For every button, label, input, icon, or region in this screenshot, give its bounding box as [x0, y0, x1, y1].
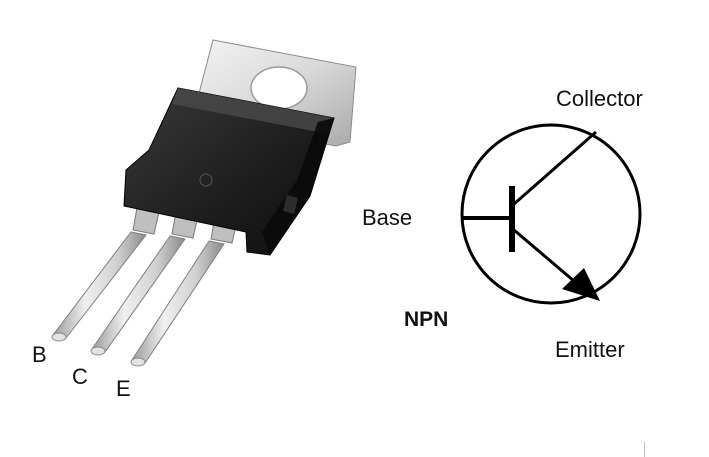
emitter-arrow-icon [562, 268, 600, 301]
body-side-face [262, 118, 334, 255]
pin-label-c: C [72, 364, 88, 389]
collector-label: Collector [556, 86, 643, 111]
stray-mark [644, 442, 645, 457]
collector-lead [513, 130, 597, 206]
mounting-hole [250, 66, 308, 110]
pin-label-b: B [32, 342, 47, 367]
body-notch [283, 195, 298, 214]
npn-symbol [460, 123, 642, 305]
npn-type-label: NPN [404, 308, 449, 331]
body-marking [199, 173, 213, 187]
to220-package [51, 39, 357, 367]
symbol-circle [460, 123, 642, 305]
emitter-lead [513, 228, 582, 289]
base-label: Base [362, 205, 413, 230]
body-top-face [172, 88, 334, 134]
pin-label-e: E [116, 376, 131, 401]
emitter-label: Emitter [555, 337, 625, 362]
